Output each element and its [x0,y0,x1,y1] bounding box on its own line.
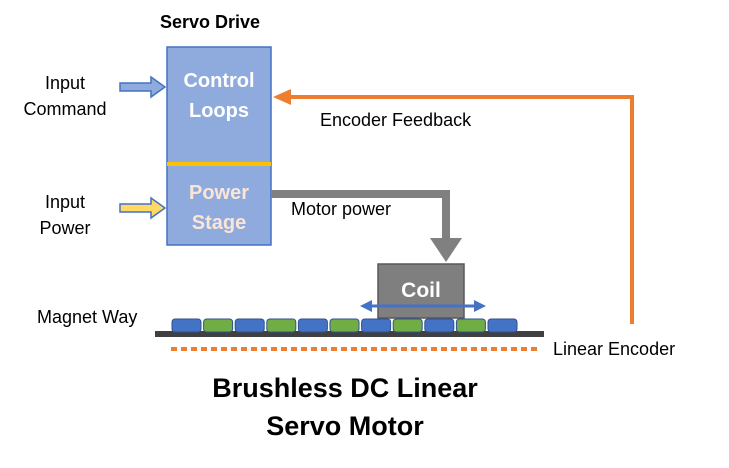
magnet-segment-blue [487,318,518,333]
input-command-label: Input Command [12,70,118,122]
input-power-label: Input Power [12,189,118,241]
power-stage-line2: Stage [191,212,247,234]
control-loops-label: Control Loops [167,66,271,126]
coil-label: Coil [401,279,441,302]
encoder-feedback-arrowhead [273,89,291,105]
magnet-segment-blue [424,318,455,333]
input-power-arrow [119,196,167,220]
servo-drive-title: Servo Drive [159,12,261,32]
magnet-segment-green [203,318,234,333]
coil-motion-arrowhead-right [474,300,486,312]
magnet-segments [171,318,518,333]
encoder-feedback-label: Encoder Feedback [320,110,472,130]
magnet-segment-green [329,318,360,333]
control-loops-line2: Loops [189,100,249,122]
power-stage-line1: Power [188,182,250,204]
input-command-arrow [119,75,167,99]
magnet-track [155,331,544,337]
motor-power-line [271,190,450,240]
encoder-feedback-line [289,95,634,324]
magnet-segment-green [266,318,297,333]
control-loops-line1: Control [183,70,255,92]
magnet-segment-green [392,318,423,333]
magnet-way-label: Magnet Way [37,307,138,327]
linear-encoder-label: Linear Encoder [553,339,676,359]
power-stage-label: Power Stage [167,178,271,238]
caption-line1: Brushless DC Linear [212,373,478,403]
input-command-line2: Command [23,99,107,119]
motor-power-arrowhead [430,238,462,262]
input-power-line2: Power [39,218,91,238]
magnet-segment-blue [171,318,202,333]
magnet-segment-blue [234,318,265,333]
coil-motion-arrowhead-left [360,300,372,312]
coil-box [377,263,465,319]
servo-drive-box [166,46,272,246]
input-command-line1: Input [44,73,86,93]
diagram-caption: Brushless DC Linear Servo Motor [160,369,530,445]
magnet-segment-green [455,318,486,333]
input-power-line1: Input [44,192,86,212]
motor-power-label: Motor power [291,199,392,219]
magnet-segment-blue [297,318,328,333]
magnet-segment-blue [361,318,392,333]
caption-line2: Servo Motor [266,411,424,441]
